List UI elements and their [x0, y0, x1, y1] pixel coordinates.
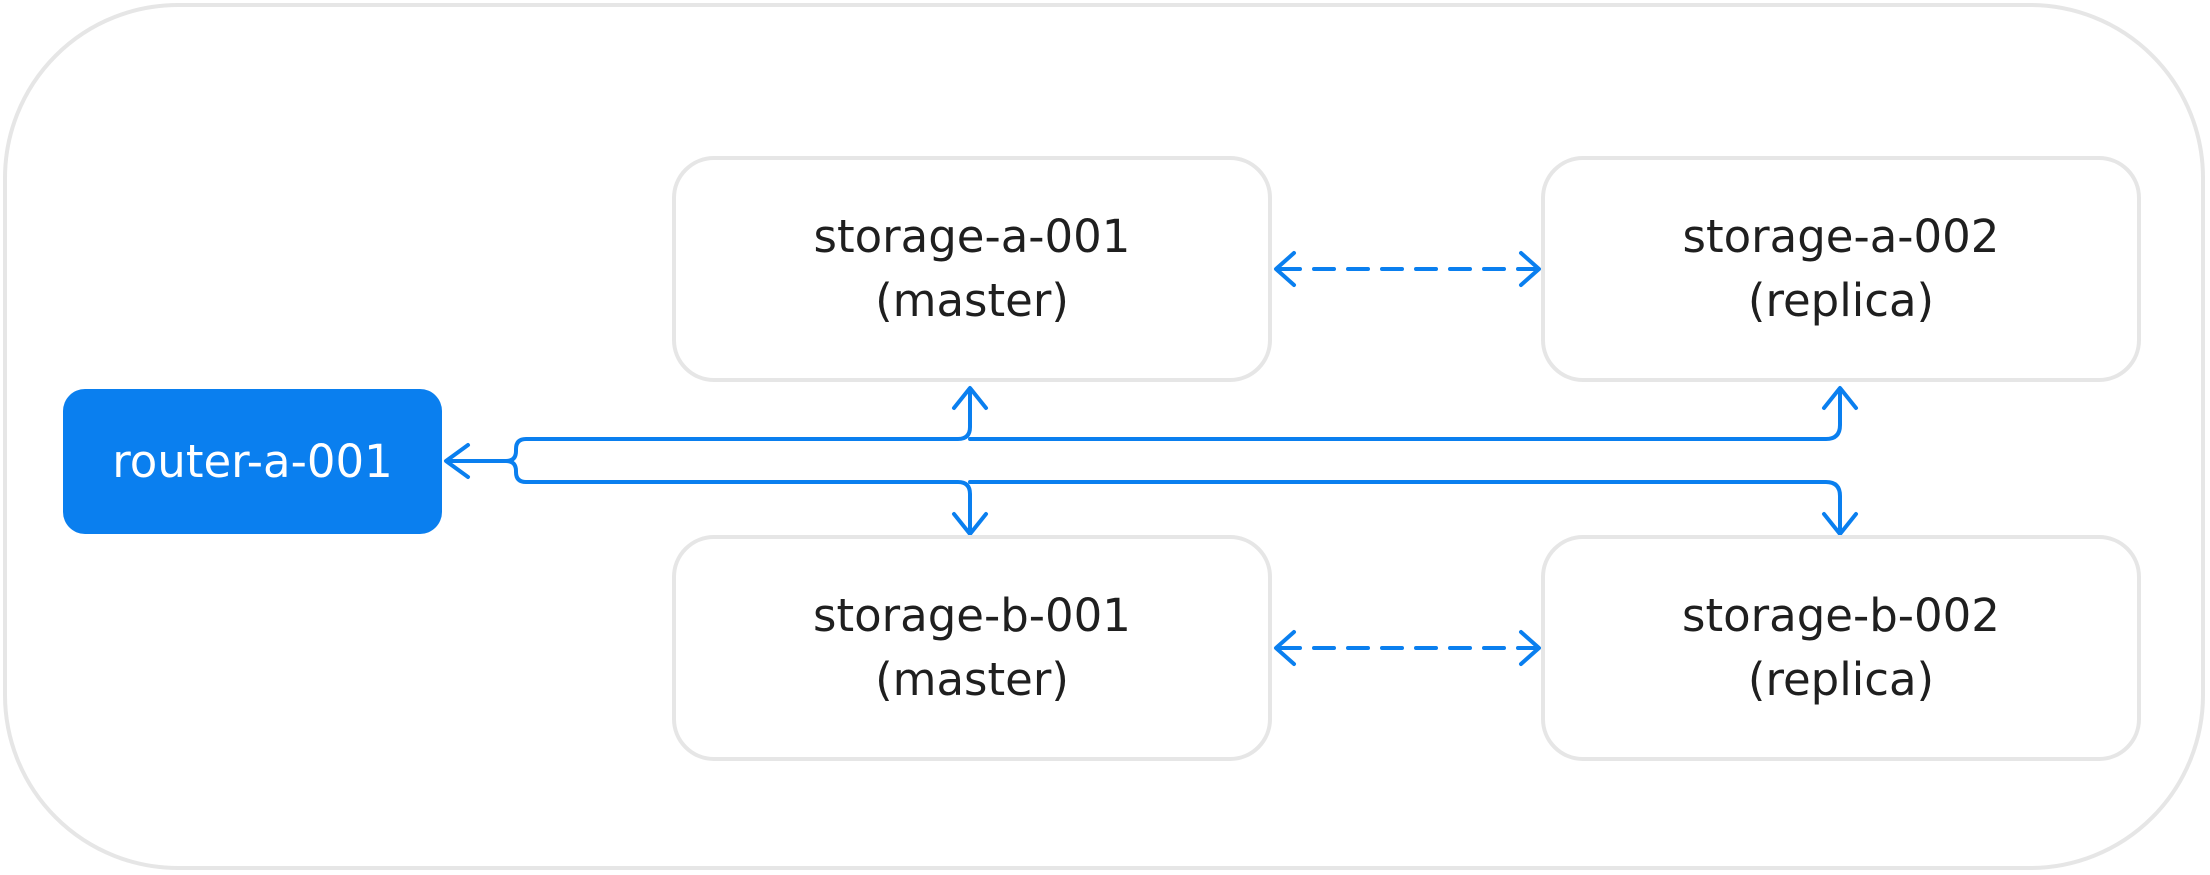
router-upper-bus-line: [504, 390, 972, 463]
storage-node-role: (replica): [1747, 274, 1935, 327]
arrow-head-storage-b-002: [1822, 512, 1858, 536]
replication-links: [1274, 251, 1541, 666]
arrow-head-router: [444, 443, 470, 479]
arrow-head-storage-b-001: [952, 512, 988, 536]
storage-node-name: storage-a-002: [1682, 210, 2000, 263]
arrow-head-storage-a-002: [1822, 386, 1858, 410]
storage-node-a-001[interactable]: storage-a-001 (master): [672, 156, 1272, 382]
storage-node-b-002[interactable]: storage-b-002 (replica): [1541, 535, 2141, 761]
replication-arrow-right-b: [1519, 630, 1541, 666]
storage-node-role: (master): [875, 653, 1069, 706]
router-node[interactable]: router-a-001: [63, 389, 442, 534]
storage-node-name: storage-b-002: [1682, 589, 2000, 642]
router-lower-bus-line: [504, 459, 972, 532]
storage-node-name: storage-b-001: [813, 589, 1131, 642]
storage-node-role: (replica): [1747, 653, 1935, 706]
router-upper-bus-to-a002-line: [968, 390, 1842, 441]
router-connection-lines: [446, 390, 1842, 532]
replication-arrow-left-b: [1274, 630, 1296, 666]
storage-node-a-002[interactable]: storage-a-002 (replica): [1541, 156, 2141, 382]
replication-arrow-right-a: [1519, 251, 1541, 287]
storage-node-name: storage-a-001: [813, 210, 1131, 263]
arrow-head-storage-a-001: [952, 386, 988, 410]
replication-arrow-left-a: [1274, 251, 1296, 287]
storage-node-role: (master): [875, 274, 1069, 327]
arrow-heads: [444, 386, 1858, 536]
router-lower-bus-to-b002-line: [968, 480, 1842, 532]
storage-node-b-001[interactable]: storage-b-001 (master): [672, 535, 1272, 761]
router-label: router-a-001: [112, 434, 393, 488]
